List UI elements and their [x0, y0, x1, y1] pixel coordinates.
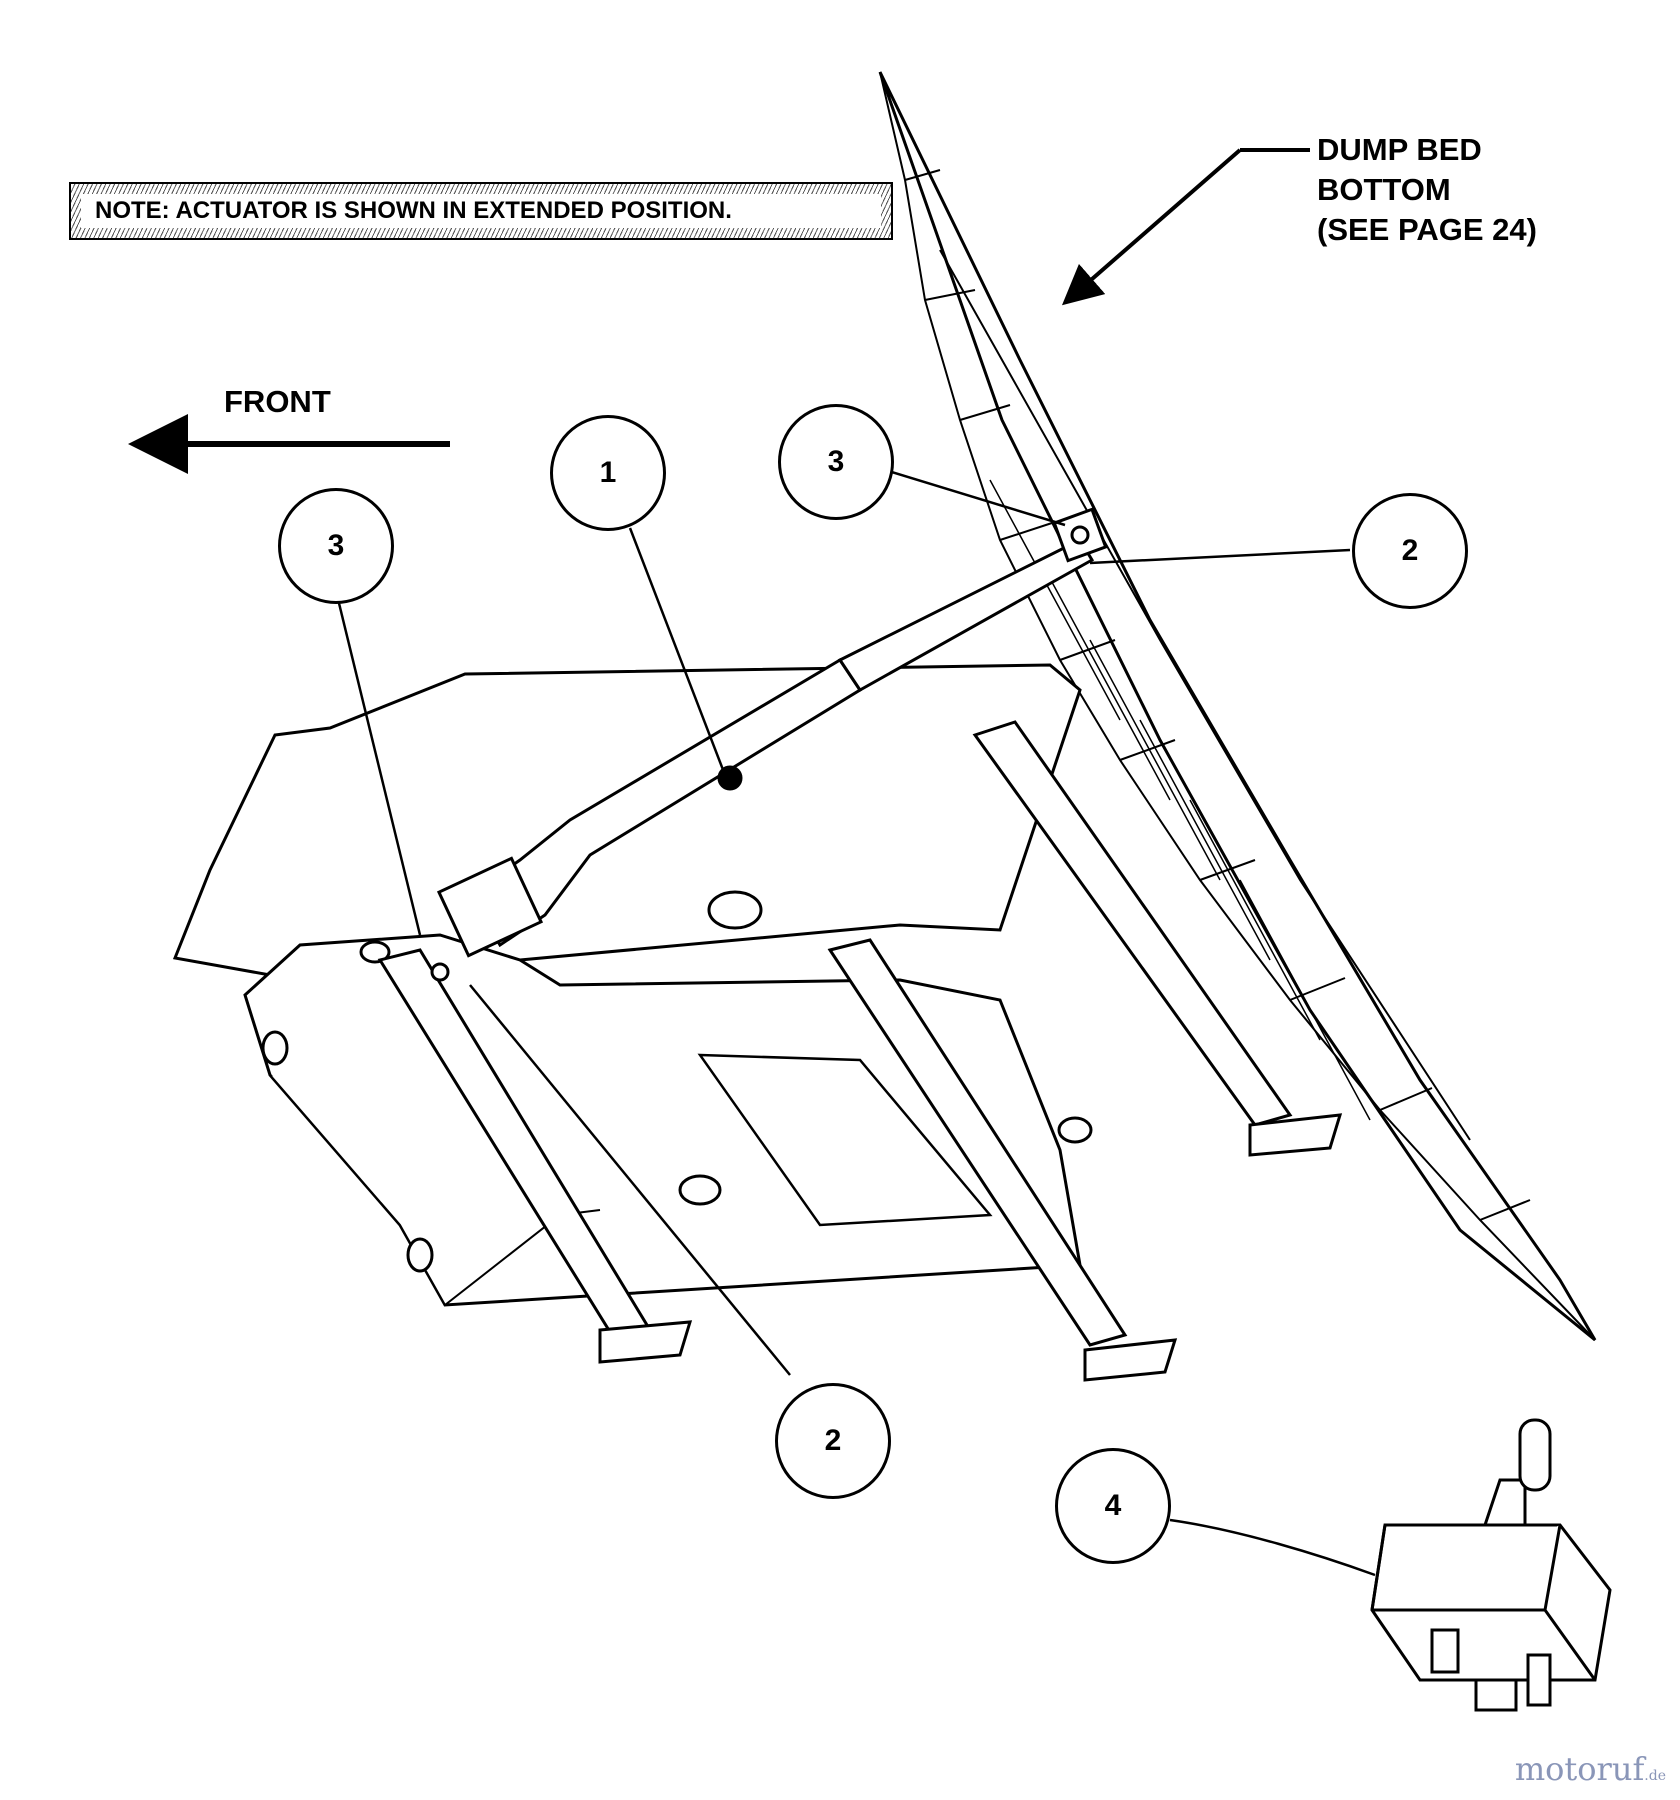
- note-text: NOTE: ACTUATOR IS SHOWN IN EXTENDED POSI…: [81, 194, 881, 228]
- watermark-tld: .de: [1644, 1768, 1666, 1784]
- callout-4-toggle-switch: 4: [1055, 1448, 1171, 1564]
- dump-bed-bottom: [878, 71, 1597, 1342]
- watermark: motoruf.de: [1515, 1750, 1666, 1788]
- callout-2-lower-clevis-pin: 2: [775, 1383, 891, 1499]
- leader-lines: [335, 468, 1376, 1577]
- note-box: NOTE: ACTUATOR IS SHOWN IN EXTENDED POSI…: [69, 182, 893, 240]
- toggle-switch: [1370, 1418, 1612, 1712]
- dump-bed-label-line3: (SEE PAGE 24): [1317, 212, 1537, 247]
- front-label: FRONT: [224, 384, 331, 419]
- watermark-brand: motoruf: [1514, 1750, 1645, 1788]
- chassis-frame: [172, 663, 1093, 1307]
- callout-1-actuator: 1: [550, 415, 666, 531]
- callout-2-upper-clevis-pin: 2: [1352, 493, 1468, 609]
- dump-bed-label-line2: BOTTOM: [1317, 172, 1451, 207]
- support-tubes: [377, 720, 1343, 1382]
- callout-3-lower-pin-clip: 3: [278, 488, 394, 604]
- dump-bed-arrow-shaft: [1061, 148, 1242, 306]
- callout-3-upper-pin-clip: 3: [778, 404, 894, 520]
- actuator: [430, 507, 1108, 982]
- dump-bed-label: DUMP BED BOTTOM (SEE PAGE 24): [1317, 130, 1537, 250]
- dump-bed-label-line1: DUMP BED: [1317, 132, 1482, 167]
